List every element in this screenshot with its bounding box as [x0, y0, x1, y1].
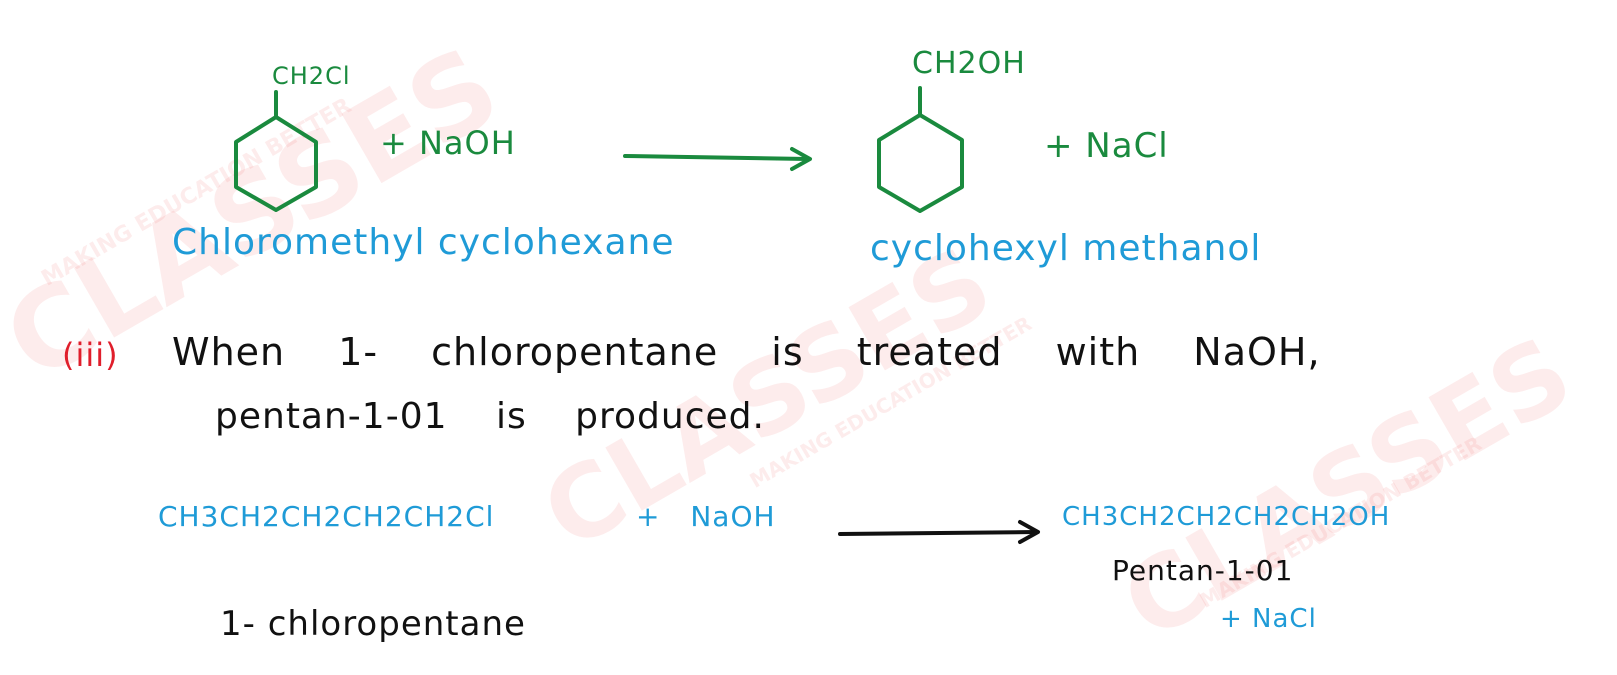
reactant-substituent-label: CH2Cl: [272, 62, 351, 90]
cyclohexane-ring-product: [877, 113, 964, 213]
byproduct-nacl-1: + NaCl: [1044, 126, 1169, 166]
product-substituent-label: CH2OH: [912, 46, 1026, 81]
reaction-arrow-1-head: [790, 147, 812, 171]
product-name-1: cyclohexyl methanol: [870, 228, 1262, 269]
cyclohexane-ring-reactant: [234, 115, 318, 212]
reactant-formula-2: CH3CH2CH2CH2CH2Cl: [158, 500, 495, 533]
product-formula-2: CH3CH2CH2CH2CH2OH: [1062, 502, 1391, 532]
reaction-arrow-1-shaft: [623, 154, 810, 161]
statement-line-1: When 1- chloropentane is treated with Na…: [172, 330, 1321, 374]
statement-number: (iii): [62, 336, 119, 374]
reagent-naoh-2: + NaOH: [636, 500, 776, 533]
reaction-arrow-2-shaft: [838, 530, 1038, 536]
statement-line-2: pentan-1-01 is produced.: [215, 396, 765, 437]
reagent-naoh-1: + NaOH: [380, 124, 516, 162]
byproduct-nacl-2: + NaCl: [1220, 604, 1317, 634]
reactant-name-2: 1- chloropentane: [220, 604, 526, 644]
reactant-name-1: Chloromethyl cyclohexane: [172, 222, 675, 263]
product-name-2: Pentan-1-01: [1112, 554, 1294, 587]
reaction-arrow-2-head: [1018, 520, 1040, 544]
